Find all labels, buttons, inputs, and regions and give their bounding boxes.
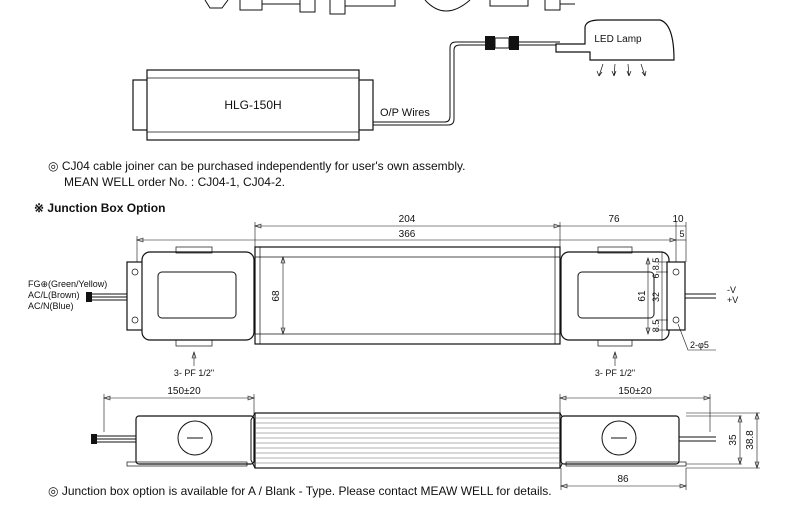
dim-10: 10 [672, 214, 684, 225]
pf-right-label: 3- PF 1/2" [595, 368, 635, 378]
dim-38-8: 38.8 [745, 430, 756, 450]
dim-5: 5 [679, 229, 684, 239]
note-cj04-line1: CJ04 cable joiner can be purchased indep… [61, 159, 466, 173]
junction-title: Junction Box Option [47, 201, 166, 215]
led-lamp: LED Lamp [555, 19, 675, 77]
output-wires: O/P Wires [373, 41, 485, 126]
cable-joiner [485, 36, 560, 50]
note-cj04-line2: MEAN WELL order No. : CJ04-1, CJ04-2. [64, 175, 285, 189]
out-pos-label: +V [727, 295, 738, 305]
wires-label: O/P Wires [380, 107, 430, 119]
junction-top-view: 204 366 76 10 5 68 61 8.5 6 32 8.5 [28, 214, 738, 378]
dim-366: 366 [399, 229, 416, 240]
pf-left-label: 3- PF 1/2" [174, 368, 214, 378]
note-cj04-bullet: ◎ [48, 159, 59, 173]
dim-86: 86 [617, 474, 629, 485]
note-junction-text: Junction box option is available for A /… [61, 484, 552, 498]
dim-204: 204 [399, 214, 416, 225]
junction-box-heading: ※ Junction Box Option [34, 201, 165, 215]
driver-unit: HLG-150H [132, 69, 374, 141]
dim-150-left: 150±20 [167, 386, 201, 397]
junction-mark: ※ [34, 201, 45, 215]
dim-35: 35 [728, 434, 739, 446]
dim-8-5-bottom: 8.5 [651, 320, 661, 333]
dim-6: 6 [651, 273, 661, 278]
dim-150-right: 150±20 [618, 386, 652, 397]
led-lamp-label: LED Lamp [594, 34, 642, 45]
dim-8-5-top: 8.5 [651, 258, 661, 271]
driver-label: HLG-150H [224, 98, 281, 112]
connector-parts-strip [204, 0, 575, 15]
dim-32: 32 [651, 292, 661, 302]
note-junction: ◎ Junction box option is available for A… [48, 483, 552, 499]
dim-61: 61 [637, 290, 648, 302]
junction-side-view: 150±20 150±20 35 38.8 86 [91, 386, 760, 490]
note-junction-bullet: ◎ [48, 484, 59, 498]
wire-acl-label: AC/L(Brown) [28, 290, 80, 300]
note-cj04: ◎ CJ04 cable joiner can be purchased ind… [48, 158, 465, 190]
hole-label: 2-φ5 [690, 340, 709, 350]
dim-76: 76 [608, 214, 620, 225]
light-arrows [596, 63, 647, 77]
wire-acn-label: AC/N(Blue) [28, 301, 74, 311]
wire-fg-label: FG⊕(Green/Yellow) [28, 279, 107, 289]
dim-68: 68 [271, 290, 282, 302]
out-neg-label: -V [727, 285, 736, 295]
